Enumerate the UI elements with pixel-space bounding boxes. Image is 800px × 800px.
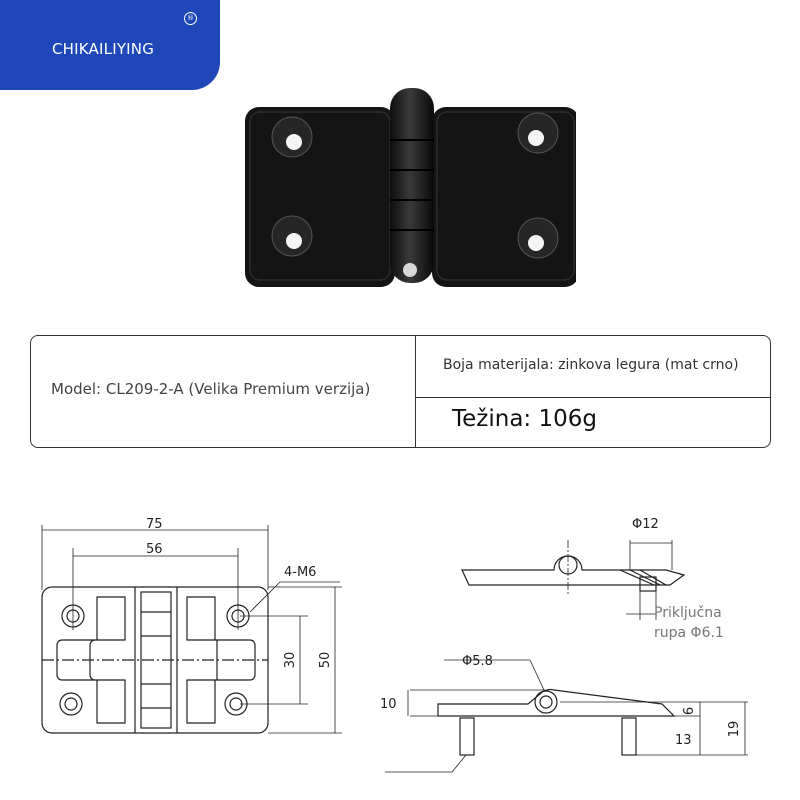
- hole-note-line2: rupa Φ6.1: [654, 625, 724, 641]
- front-view-outline: [41, 525, 269, 734]
- side-view-outline: [385, 659, 748, 773]
- spec-divider-vertical: [415, 336, 416, 447]
- hinge-knuckle: [390, 88, 434, 283]
- dim-hole-spec: 4-M6: [284, 565, 316, 580]
- model-label: Model: CL209-2-A (Velika Premium verzija…: [51, 380, 371, 398]
- spec-divider-horizontal: [415, 397, 770, 398]
- spec-box: Model: CL209-2-A (Velika Premium verzija…: [30, 335, 771, 448]
- brand-banner: CHIKAILIYING ®: [0, 0, 220, 90]
- weight-label: Težina: 106g: [452, 406, 597, 432]
- hole-note-line1: Priključna: [654, 605, 722, 621]
- registered-mark: ®: [184, 12, 197, 25]
- dim-countersink-diameter: Φ12: [632, 517, 659, 532]
- material-label: Boja materijala: zinkova legura (mat crn…: [443, 357, 739, 373]
- top-view-outline: [461, 540, 686, 620]
- technical-drawing: 75 56 4-M6 30 50 Φ12 Priključna rupa Φ6.…: [41, 517, 748, 773]
- dim-overall-width: 75: [146, 517, 163, 532]
- dim-pin-diameter: Φ5.8: [462, 654, 493, 669]
- dim-plate-thickness: 6: [682, 707, 697, 715]
- hinge-left-leaf: [245, 107, 395, 287]
- hinge-product-photo: [245, 88, 576, 287]
- dim-stud-length: 13: [675, 733, 692, 748]
- hinge-pin-end: [403, 263, 417, 277]
- dim-overall-height: 50: [318, 652, 333, 669]
- brand-name: CHIKAILIYING: [52, 40, 155, 58]
- dim-pin-height: 10: [380, 697, 397, 712]
- dim-total-height: 19: [727, 721, 742, 738]
- dim-hole-spacing-y: 30: [283, 652, 298, 669]
- dim-hole-spacing-x: 56: [146, 542, 163, 557]
